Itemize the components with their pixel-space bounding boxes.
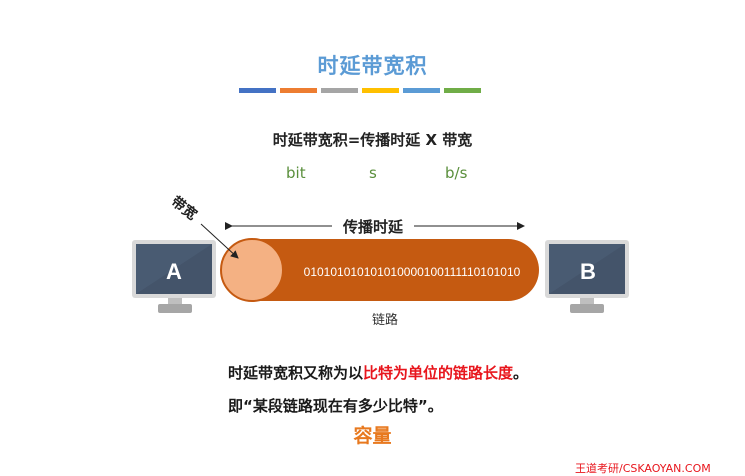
- bit-stream: 010101010101010000100111110101010: [304, 265, 521, 279]
- explanation-prefix: 时延带宽积又称为以: [228, 364, 364, 382]
- explanation-line-1: 时延带宽积又称为以比特为单位的链路长度。: [228, 362, 528, 383]
- host-b-label: B: [580, 259, 596, 284]
- color-divider: [239, 88, 481, 93]
- unit-bits-per-second: b/s: [445, 164, 468, 182]
- explanation-highlight: 比特为单位的链路长度: [363, 364, 514, 382]
- unit-seconds: s: [369, 164, 377, 182]
- color-divider-segment: [362, 88, 399, 93]
- color-divider-segment: [239, 88, 276, 93]
- propagation-delay-label: 传播时延: [342, 218, 404, 236]
- link-label: 链路: [372, 312, 398, 328]
- formula: 时延带宽积=传播时延 X 带宽: [272, 131, 473, 149]
- color-divider-segment: [444, 88, 481, 93]
- color-divider-segment: [280, 88, 317, 93]
- color-divider-segment: [403, 88, 440, 93]
- link-cylinder: 010101010101010000100111110101010: [220, 238, 539, 302]
- bandwidth-label: 带宽: [168, 193, 201, 224]
- watermark: 王道考研/CSKAOYAN.COM: [575, 462, 711, 475]
- page-title: 时延带宽积: [317, 54, 428, 78]
- explanation-line-2: 即“某段链路现在有多少比特”。: [228, 397, 443, 415]
- unit-bit: bit: [286, 164, 306, 182]
- host-b-monitor: B: [545, 240, 629, 313]
- host-a-label: A: [166, 259, 182, 284]
- explanation-suffix: 。: [513, 364, 529, 382]
- color-divider-segment: [321, 88, 358, 93]
- bandwidth-arrow: [200, 223, 239, 259]
- capacity-label: 容量: [353, 425, 392, 447]
- host-a-monitor: A: [132, 240, 216, 313]
